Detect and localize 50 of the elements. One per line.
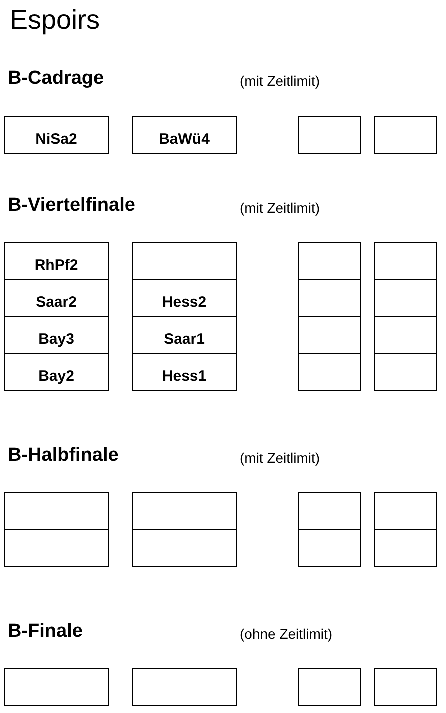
empty-cell [298, 353, 361, 391]
team-cell [132, 116, 237, 154]
team-name: Bay2 [38, 367, 74, 387]
empty-cell [298, 279, 361, 317]
empty-cell [132, 529, 237, 567]
empty-cell [374, 242, 437, 280]
empty-cell [374, 116, 437, 154]
empty-cell [374, 353, 437, 391]
section-heading: B-Cadrage [8, 67, 104, 91]
section-heading: B-Finale [8, 620, 83, 644]
team-cell [132, 279, 237, 317]
empty-cell [132, 242, 237, 280]
team-name: Bay3 [38, 330, 74, 350]
team-name: Hess1 [162, 367, 207, 387]
team-cell [132, 353, 237, 391]
team-name: Saar1 [164, 330, 205, 350]
empty-cell [374, 492, 437, 530]
section-note: (ohne Zeitlimit) [240, 625, 333, 644]
empty-cell [298, 116, 361, 154]
empty-cell [4, 668, 109, 706]
empty-cell [132, 492, 237, 530]
empty-cell [298, 316, 361, 354]
section-heading: B-Halbfinale [8, 444, 119, 468]
team-cell [4, 116, 109, 154]
empty-cell [374, 279, 437, 317]
empty-cell [374, 316, 437, 354]
section-heading: B-Viertelfinale [8, 194, 136, 218]
empty-cell [374, 529, 437, 567]
team-cell [4, 242, 109, 280]
empty-cell [298, 242, 361, 280]
team-name: Hess2 [162, 293, 207, 313]
page-title: Espoirs [10, 4, 100, 37]
team-name: Saar2 [36, 293, 77, 313]
team-name: BaWü4 [159, 130, 210, 150]
team-cell [132, 316, 237, 354]
section-note: (mit Zeitlimit) [240, 199, 320, 218]
empty-cell [4, 529, 109, 567]
empty-cell [298, 668, 361, 706]
empty-cell [298, 529, 361, 567]
team-cell [4, 279, 109, 317]
section-note: (mit Zeitlimit) [240, 72, 320, 91]
team-name: RhPf2 [34, 256, 78, 276]
empty-cell [4, 492, 109, 530]
team-cell [4, 316, 109, 354]
section-note: (mit Zeitlimit) [240, 449, 320, 468]
team-name: NiSa2 [36, 130, 78, 150]
empty-cell [374, 668, 437, 706]
empty-cell [298, 492, 361, 530]
team-cell [4, 353, 109, 391]
empty-cell [132, 668, 237, 706]
